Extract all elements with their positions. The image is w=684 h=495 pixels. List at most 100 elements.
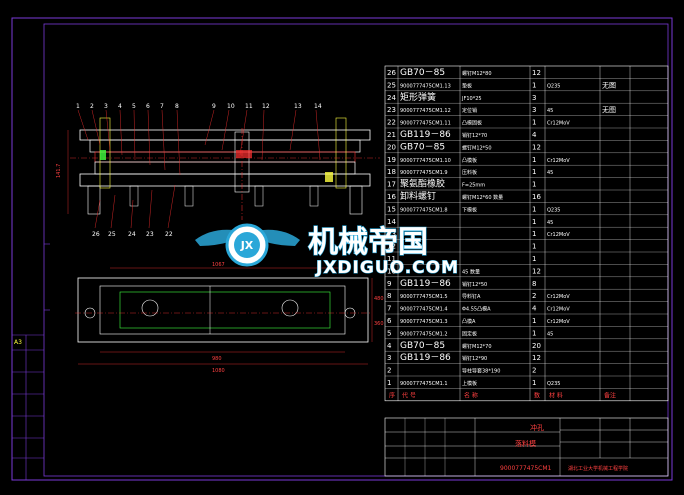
bom-cell-mat: Cr12MoV [547,307,570,313]
svg-text:22: 22 [165,231,173,238]
left-sidebar: A3 [12,243,50,480]
bom-border [384,65,669,402]
bom-cell-code: GB70－85 [400,68,445,78]
plan-inner [99,285,346,335]
bom-cell-name: 定位销 [462,107,477,114]
callouts-top: 1 2 3 4 5 6 7 8 9 10 11 12 13 14 [76,103,322,176]
svg-text:5: 5 [132,103,136,110]
bom-cell-name: 导柱导套38*190 [462,368,500,375]
bom-cell-qty: 12 [532,69,541,77]
bom-cell-no: 4 [387,342,392,350]
logo-text-en: JXDIGUO.COM [315,258,459,278]
svg-text:11: 11 [245,103,253,110]
bom-cell-code: 聚氨酯橡胶 [400,178,445,190]
bom-cell-mat: Q235 [547,381,560,387]
punch-plate [89,139,361,153]
bom-cell-qty: 3 [532,106,536,114]
bom-cell-code: 9000777475CM1.9 [400,170,448,176]
bom-cell-no: 14 [387,218,396,226]
bom-cell-qty: 1 [532,205,536,213]
bom-cell-qty: 4 [532,305,537,313]
bom-cell-code: 9000777475CM1.11 [400,121,451,127]
front-view[interactable]: 141.7 [56,117,380,220]
bom-cell-no: 11 [387,255,396,263]
bom-cell-name: 45 数量 [462,268,480,275]
plan-outer [77,277,369,343]
bom-cell-qty: 1 [532,218,536,226]
bom-cell-name: 导料钉A [462,293,481,300]
bom-cell-name: 垫板 [462,82,472,89]
plan-view[interactable]: 1067 980 1080 480 360 [75,262,384,374]
bom-cell-code: 9000777475CM1.5 [400,294,448,300]
bom-cell-code: GB119－86 [400,279,451,289]
bom-cell-mat: Q235 [547,83,560,89]
bom-cell-no: 6 [387,317,392,325]
bom-header-row: 序代 号名 称数材 料备注 [389,391,616,399]
bom-header-mat: 材 料 [549,391,563,399]
bom-cell-code: GB70－85 [400,341,445,351]
bom-cell-code: 9000777475CM1.2 [400,331,448,337]
right-guide-post [335,117,347,189]
bom-cell-note: 无图 [602,106,616,114]
bom-cell-name: 上模板 [462,380,477,387]
pierce-hole-right [281,299,299,317]
bom-header-name: 名 称 [464,391,478,399]
title-block[interactable]: 冲孔 落料模 9000777475CM1 湖北工业大学机械工程学院 [384,417,669,477]
bom-header-note: 备注 [604,391,616,399]
title-drawing-no: 9000777475CM1 [500,465,552,472]
bom-cell-no: 19 [387,156,396,164]
bom-cell-no: 15 [387,205,396,213]
bom-cell-no: 5 [387,329,391,337]
bom-cell-qty: 2 [532,367,536,375]
title-subtitle: 落料模 [515,439,536,448]
sheet-size-label: A3 [14,339,22,346]
bom-cell-qty: 1 [532,81,536,89]
bom-cell-no: 13 [387,230,396,238]
bom-cell-qty: 3 [532,94,536,102]
svg-text:25: 25 [108,231,116,238]
bom-cell-name: 螺钉M12*60 数量 [462,194,503,201]
svg-text:14: 14 [314,103,322,110]
bom-cell-note: 无图 [602,81,616,89]
bom-cell-qty: 1 [532,243,536,251]
bom-cell-name: Φ4.55凸模A [462,306,491,313]
bom-cell-mat: Q235 [547,207,560,213]
svg-text:3: 3 [104,103,108,110]
bom-cell-qty: 4 [532,131,537,139]
bom-cell-name: 销钉12*70 [462,132,487,139]
bom-cell-no: 1 [387,379,391,387]
bom-cell-no: 17 [387,181,396,189]
logo-badge: JX [240,239,254,252]
bom-cell-mat: Cr12MoV [547,158,570,164]
svg-text:24: 24 [128,231,136,238]
